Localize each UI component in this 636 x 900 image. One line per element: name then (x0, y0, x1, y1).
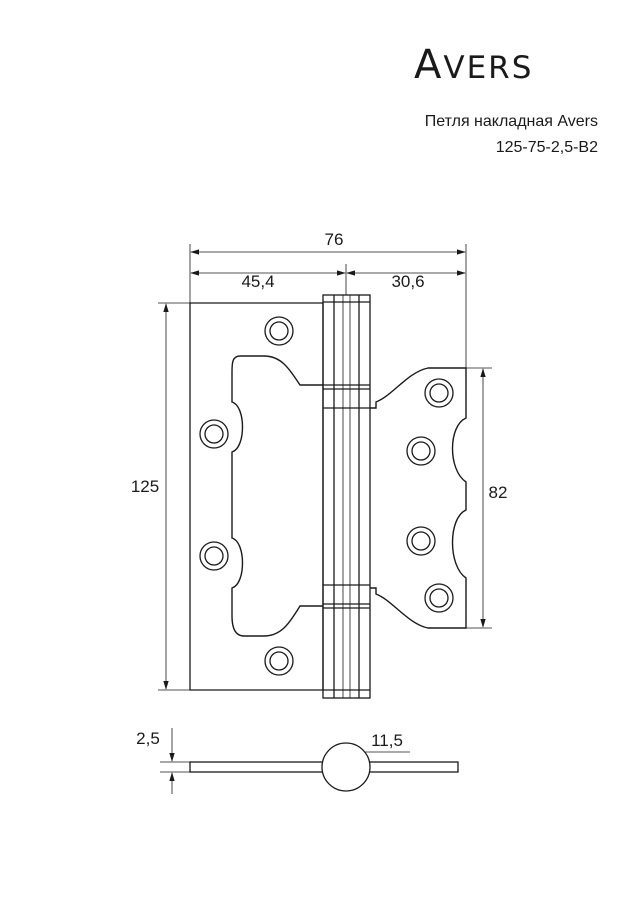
screw-hole (406, 526, 436, 556)
logo-cap: A (414, 42, 443, 88)
knuckle-body (322, 294, 371, 699)
dim-left-leaf-width: 45,4 (241, 272, 274, 291)
product-model: 125-75-2,5-B2 (495, 139, 598, 156)
screw-hole (264, 646, 294, 676)
left-leaf-outline (189, 302, 324, 691)
hinge-side-view (189, 742, 459, 792)
right-screw-holes (406, 378, 454, 613)
dim-right-leaf-height: 82 (489, 483, 508, 502)
hinge-knuckle (322, 294, 371, 699)
side-view-knuckle (321, 742, 371, 792)
left-screw-holes (199, 316, 294, 676)
avers-logo: AVERS (414, 42, 533, 88)
screw-hole (199, 419, 229, 449)
left-leaf-cutout (231, 355, 323, 637)
dim-height: 125 (131, 477, 159, 496)
right-leaf-outline (370, 367, 467, 629)
dim-overall-width: 76 (325, 230, 344, 249)
screw-hole (199, 541, 229, 571)
logo-rest: VERS (443, 50, 533, 86)
screw-hole (424, 378, 454, 408)
dim-thickness: 2,5 (136, 729, 160, 748)
logo-text: AVERS (414, 42, 533, 88)
dim-right-leaf-width: 30,6 (391, 272, 424, 291)
dim-knuckle-diameter: 11,5 (371, 731, 403, 750)
screw-hole (424, 583, 454, 613)
product-title: Петля накладная Avers (424, 113, 598, 130)
screw-hole (264, 316, 294, 346)
screw-hole (406, 436, 436, 466)
left-leaf (189, 302, 324, 691)
